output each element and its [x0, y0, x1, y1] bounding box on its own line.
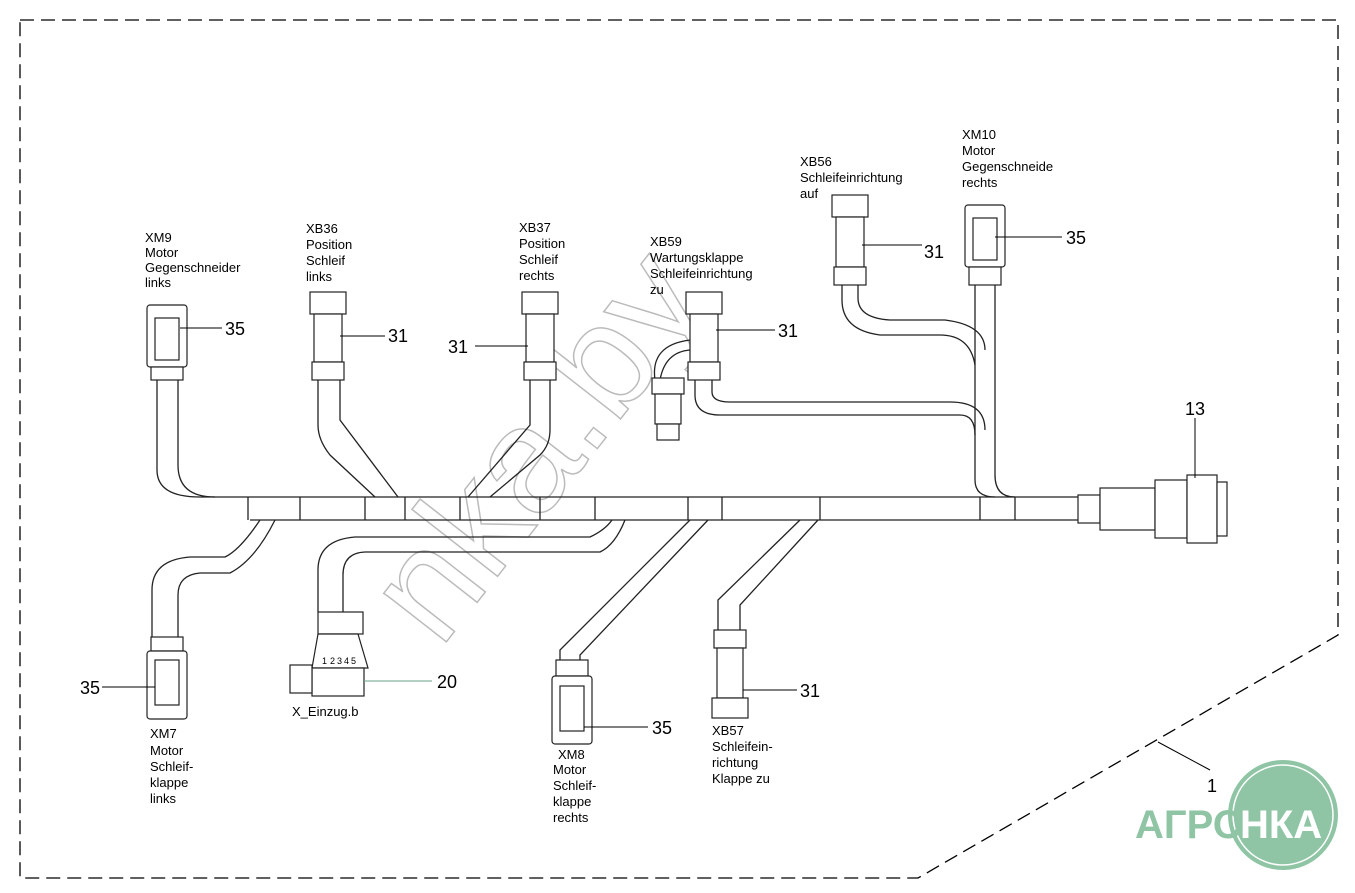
connector-13-main[interactable]: [1077, 474, 1228, 544]
svg-text:Schleifeinrichtung: Schleifeinrichtung: [650, 266, 753, 281]
harness-trunk: [200, 496, 1080, 521]
watermark: nka.by: [333, 218, 737, 670]
connector-xb59[interactable]: [685, 291, 723, 381]
connector-xb56[interactable]: [831, 194, 869, 286]
svg-text:Motor: Motor: [962, 143, 996, 158]
svg-text:Schleif: Schleif: [519, 252, 558, 267]
svg-text:links: links: [306, 269, 333, 284]
svg-text:rechts: rechts: [962, 175, 998, 190]
svg-text:klappe: klappe: [150, 775, 188, 790]
connector-x-einzug[interactable]: 1 2 3 4 5: [289, 611, 369, 697]
svg-text:Gegenschneider: Gegenschneider: [145, 260, 241, 275]
svg-text:Motor: Motor: [145, 245, 179, 260]
svg-text:Wartungsklappe: Wartungsklappe: [650, 250, 743, 265]
svg-text:richtung: richtung: [712, 755, 758, 770]
callout-1: 1: [1207, 776, 1217, 796]
svg-text:rechts: rechts: [553, 810, 589, 825]
svg-text:XB56: XB56: [800, 154, 832, 169]
connector-xb57[interactable]: [711, 629, 749, 719]
connector-xb37[interactable]: [521, 291, 559, 381]
callout-31: 31: [448, 337, 468, 357]
svg-text:XB37: XB37: [519, 220, 551, 235]
connector-unlabeled-small[interactable]: [651, 377, 685, 441]
connector-xb36[interactable]: [309, 291, 347, 381]
callout-20: 20: [437, 672, 457, 692]
svg-text:НКА: НКА: [1240, 803, 1322, 847]
pin-4: 4: [344, 656, 349, 666]
svg-text:XB59: XB59: [650, 234, 682, 249]
svg-text:АГРО: АГРО: [1135, 803, 1244, 847]
agronka-logo: АГРО НКА: [1135, 760, 1338, 870]
svg-text:Klappe zu: Klappe zu: [712, 771, 770, 786]
callout-35: 35: [1066, 228, 1086, 248]
svg-text:rechts: rechts: [519, 268, 555, 283]
svg-text:Schleifein-: Schleifein-: [712, 739, 773, 754]
pin-2: 2: [330, 656, 335, 666]
label-x-einzug: X_Einzug.b: [292, 704, 359, 719]
connector-xm7[interactable]: [146, 636, 188, 720]
pin-1: 1: [322, 656, 327, 666]
harness-branches: [151, 285, 1016, 662]
svg-text:links: links: [145, 275, 172, 290]
callout-35: 35: [652, 718, 672, 738]
callout-35: 35: [225, 319, 245, 339]
svg-text:auf: auf: [800, 186, 818, 201]
svg-text:Schleif-: Schleif-: [150, 759, 193, 774]
svg-text:Schleifeinrichtung: Schleifeinrichtung: [800, 170, 903, 185]
svg-text:links: links: [150, 791, 177, 806]
svg-text:XM10: XM10: [962, 127, 996, 142]
connector-xm9[interactable]: [146, 304, 188, 381]
svg-text:klappe: klappe: [553, 794, 591, 809]
svg-text:XB57: XB57: [712, 723, 744, 738]
callout-31: 31: [924, 242, 944, 262]
callout-31: 31: [388, 326, 408, 346]
svg-text:XM8: XM8: [558, 747, 585, 762]
svg-text:XB36: XB36: [306, 221, 338, 236]
connector-xm10[interactable]: [964, 204, 1006, 286]
svg-text:Position: Position: [306, 237, 352, 252]
svg-text:zu: zu: [650, 282, 664, 297]
callout-13: 13: [1185, 399, 1205, 419]
svg-text:Gegenschneide: Gegenschneide: [962, 159, 1053, 174]
svg-text:Schleif: Schleif: [306, 253, 345, 268]
svg-text:Position: Position: [519, 236, 565, 251]
svg-text:Motor: Motor: [150, 743, 184, 758]
callout-31: 31: [800, 681, 820, 701]
svg-text:XM9: XM9: [145, 230, 172, 245]
assembly-boundary: [19, 19, 1339, 879]
pin-5: 5: [351, 656, 356, 666]
svg-text:Schleif-: Schleif-: [553, 778, 596, 793]
callout-31: 31: [778, 321, 798, 341]
svg-text:XM7: XM7: [150, 726, 177, 741]
svg-text:Motor: Motor: [553, 762, 587, 777]
callout-35: 35: [80, 678, 100, 698]
connector-xm8[interactable]: [551, 659, 593, 745]
pin-3: 3: [337, 656, 342, 666]
